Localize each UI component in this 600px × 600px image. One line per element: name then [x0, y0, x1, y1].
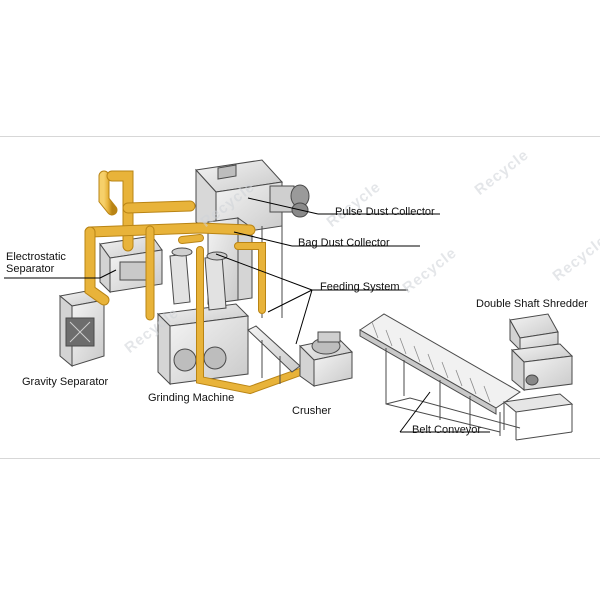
pulse-dust-collector [195, 159, 310, 318]
label-pulse-dust-collector: Pulse Dust Collector [335, 206, 435, 218]
diagram-frame [0, 136, 600, 459]
label-grinding-machine: Grinding Machine [148, 392, 235, 404]
yellow-pipe-network [84, 170, 304, 395]
double-shaft-shredder [502, 313, 574, 441]
label-double-shaft-shredder: Double Shaft Shredder [476, 298, 588, 310]
label-separator: Separator [6, 263, 55, 275]
belt-conveyor [359, 313, 521, 436]
label-electrostatic: Electrostatic [6, 251, 66, 263]
label-crusher: Crusher [292, 405, 332, 417]
crusher [298, 331, 354, 387]
label-belt-conveyor: Belt Conveyor [412, 424, 482, 436]
leader-lines [4, 197, 490, 433]
grinding-machine [156, 247, 250, 386]
label-gravity-separator: Gravity Separator [22, 376, 109, 388]
label-bag-dust-collector: Bag Dust Collector [298, 237, 390, 249]
label-feeding-system: Feeding System [320, 281, 400, 293]
